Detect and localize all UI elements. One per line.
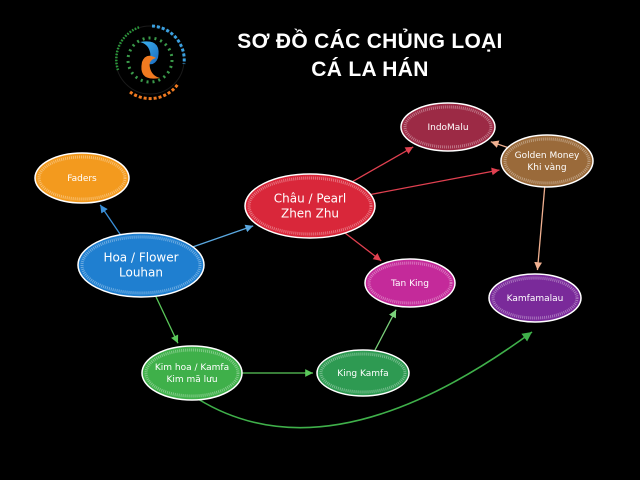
node-watermark-ring [403, 105, 493, 149]
node-label-line1: Golden Money [515, 151, 580, 161]
node-ellipse [244, 173, 376, 239]
node-ellipse [141, 345, 243, 401]
node-ellipse [77, 232, 205, 298]
node-label-line2: Kim mã lưu [166, 375, 217, 385]
title-line-1: SƠ ĐỒ CÁC CHỦNG LOẠI [237, 30, 503, 53]
node-ellipse [364, 258, 456, 308]
node-tanking[interactable]: Tan King [364, 258, 456, 308]
node-label-line1: Tan King [390, 279, 429, 289]
edge-chau-to-tanking [344, 232, 382, 262]
node-kamfamalau[interactable]: Kamfamalau [488, 273, 582, 323]
node-watermark-ring [37, 155, 127, 201]
node-ellipse [400, 102, 496, 152]
node-ellipse [316, 349, 410, 397]
node-kingkamfa[interactable]: King Kamfa [316, 349, 410, 397]
node-label-line1: Faders [67, 174, 97, 184]
node-ellipse [34, 152, 130, 204]
node-watermark-ring [367, 261, 453, 305]
node-watermark-ring [144, 348, 240, 398]
edge-hoa-to-chau [192, 224, 254, 248]
edge-chau-to-golden [370, 167, 500, 196]
node-label-line1: Châu / Pearl [274, 192, 346, 206]
edge-golden-to-kamfamalau [534, 186, 546, 271]
edge-kimhoa-to-kamfamalau [197, 331, 533, 429]
node-label-line1: Kamfamalau [507, 294, 564, 304]
node-watermark-ring [80, 235, 202, 295]
edge-golden-to-indomalu [490, 140, 508, 149]
node-ellipse [488, 273, 582, 323]
node-label-line1: Hoa / Flower [103, 251, 178, 265]
node-label-line2: Zhen Zhu [281, 207, 339, 221]
node-watermark-ring [491, 276, 579, 320]
node-label-line2: Khi vàng [527, 163, 566, 173]
edge-kingkamfa-to-tanking [374, 309, 397, 352]
orange-fish-icon [141, 55, 160, 79]
node-label-line1: Kim hoa / Kamfa [155, 363, 229, 373]
title-line-2: CÁ LA HÁN [311, 58, 429, 81]
edge-hoa-to-faders [99, 204, 122, 236]
node-watermark-ring [503, 137, 591, 185]
edge-chau-to-indomalu [352, 146, 414, 183]
node-faders[interactable]: Faders [34, 152, 130, 204]
node-indomalu[interactable]: IndoMalu [400, 102, 496, 152]
node-label-line1: King Kamfa [337, 369, 388, 379]
node-label-line2: Louhan [119, 266, 163, 280]
node-label-line1: IndoMalu [427, 123, 468, 133]
edge-hoa-to-kimhoa [155, 295, 179, 344]
node-ellipse [500, 134, 594, 188]
node-watermark-ring [319, 352, 407, 394]
node-watermark-ring [247, 176, 373, 236]
logo [115, 24, 186, 101]
